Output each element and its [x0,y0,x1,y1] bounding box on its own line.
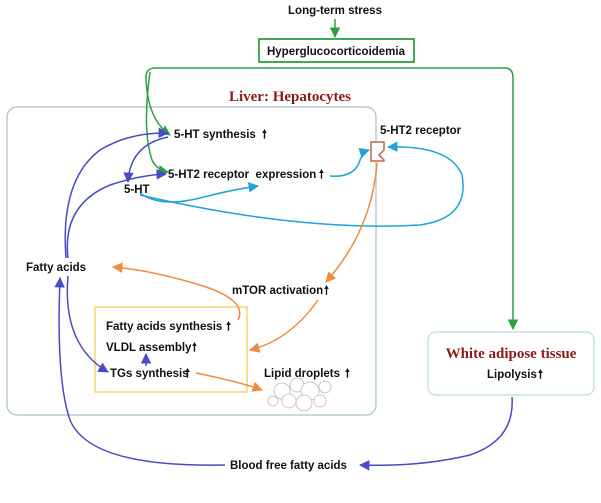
hyperglucocorticoidemia-label: Hyperglucocorticoidemia [267,46,406,58]
fatty-acids-to-expression-arrow [66,169,168,259]
hyperglucocorticoidemia-box [258,38,415,63]
tgs-to-droplets-arrow [195,372,263,392]
fa-synthesis-up-icon: 🠕 [226,320,231,333]
lipid-droplets-label: Lipid droplets [264,368,340,380]
wat-box [427,331,595,396]
receptor-label: 5-HT2 receptor [380,125,462,137]
fatty-acids-to-ht-synthesis-arrow [64,127,170,259]
wat-title: White adipose tissue [446,346,577,362]
receptor-to-mtor-arrow [325,162,378,283]
fatty-acids-to-tgs-arrow [66,275,109,373]
vldl-label: VLDL assembly [106,342,192,354]
blood-ffa-label: Blood free fatty acids [230,460,347,472]
long-term-stress-label: Long-term stress [288,5,382,17]
liver-title: Liver: Hepatocytes [229,89,351,105]
mtor-up-icon: 🠕 [324,284,329,297]
receptor-expression-up-icon: 🠕 [319,168,324,181]
synthesis-box [94,306,248,393]
receptor-symbol [370,141,385,162]
mtor-label: mTOR activation [232,285,323,297]
lipolysis-up-icon: 🠕 [538,368,543,381]
ht-to-receptor-loop-arrow [139,141,464,227]
ht-synthesis-up-icon: 🠕 [262,128,267,141]
receptor-expression-label: 5-HT2 receptor expression [168,169,316,181]
hyper-to-synthesis-arrow [145,67,260,136]
fa-synthesis-label: Fatty acids synthesis [106,321,222,333]
lipolysis-to-blood-arrow [358,396,513,471]
ht-to-expression-arrow [139,182,260,203]
lipolysis-label: Lipolysis [487,369,537,381]
tgs-label: TGs synthesis [110,368,189,380]
vldl-up-icon: 🠕 [192,341,197,354]
tgs-up-icon: 🠕 [185,367,190,380]
lipid-droplets-cluster [267,377,332,412]
ht-label: 5-HT [124,184,150,196]
expression-to-receptor-arrow [329,148,370,177]
liver-box [6,106,377,416]
mtor-to-synthesis-arrow [248,299,319,353]
blood-to-fatty-acids-arrow [54,276,226,466]
hyper-to-wat-arrow [260,67,519,331]
mtor-to-fatty-acids-arrow [111,262,241,321]
lipid-droplets-up-icon: 🠕 [345,367,350,380]
ht-synthesis-to-ht-arrow [123,136,169,184]
fatty-acids-label: Fatty acids [26,262,86,274]
ht-synthesis-label: 5-HT synthesis [174,129,256,141]
